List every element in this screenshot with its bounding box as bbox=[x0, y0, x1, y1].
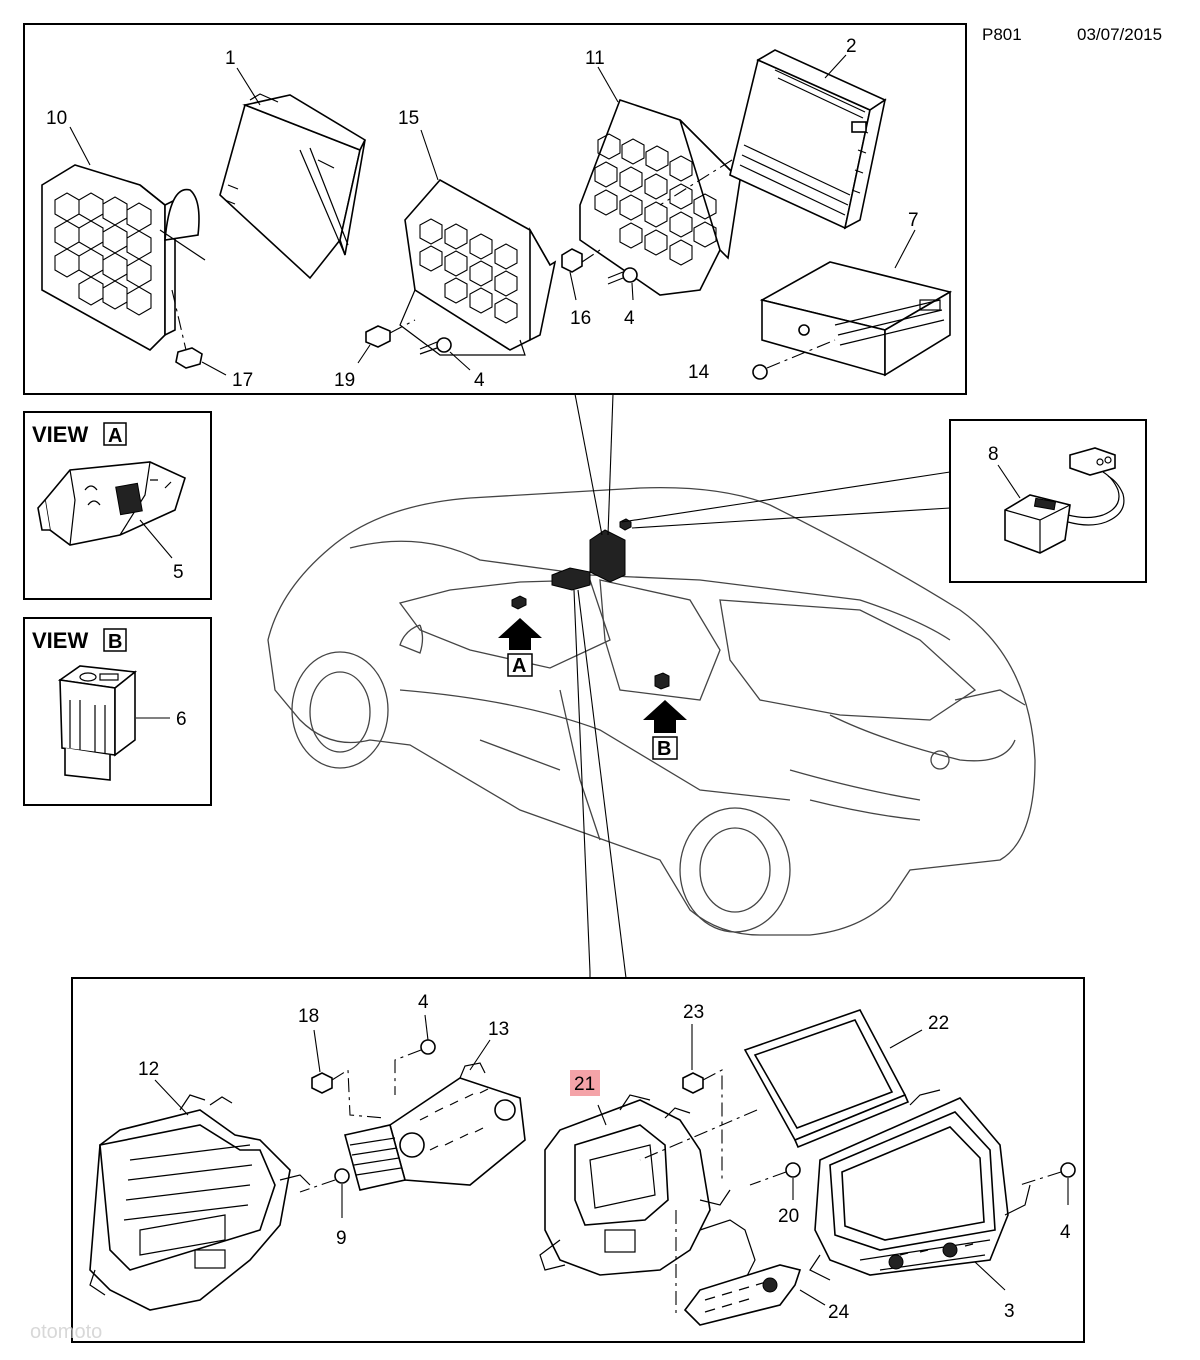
callout-4-bot-a: 4 bbox=[418, 992, 429, 1013]
part-23-clip bbox=[682, 1069, 723, 1180]
leader-5 bbox=[139, 519, 173, 559]
part-16-clip bbox=[561, 248, 601, 273]
view-b-letter: B bbox=[108, 631, 122, 653]
callout-9: 9 bbox=[336, 1228, 347, 1249]
part-7-unit bbox=[759, 261, 953, 377]
part-4-screw-a bbox=[419, 337, 452, 355]
part-4-screw-d bbox=[1019, 1162, 1076, 1186]
callout-2: 2 bbox=[846, 36, 857, 57]
part-2-module bbox=[729, 49, 887, 230]
part-18-clip bbox=[311, 1069, 386, 1119]
callout-8: 8 bbox=[988, 444, 999, 465]
callout-5: 5 bbox=[173, 562, 184, 583]
part-11-bracket bbox=[579, 98, 741, 296]
part-4-screw-b bbox=[607, 267, 638, 285]
part-1-module bbox=[219, 93, 367, 280]
leader-16 bbox=[569, 271, 577, 301]
view-a-letter-box bbox=[103, 422, 127, 446]
callout-19: 19 bbox=[334, 370, 355, 391]
leader-4-top-a bbox=[449, 351, 471, 371]
callout-7: 7 bbox=[908, 210, 919, 231]
view-b-word: VIEW bbox=[32, 628, 88, 653]
watermark: otomoto bbox=[30, 1321, 102, 1343]
part-12-bracket bbox=[89, 1094, 311, 1311]
callout-16: 16 bbox=[570, 308, 591, 329]
view-b-frame bbox=[23, 617, 212, 806]
leader-19 bbox=[357, 344, 371, 364]
callout-4-top-a: 4 bbox=[474, 370, 485, 391]
leader-3 bbox=[974, 1261, 1006, 1291]
part-4-screw-c bbox=[394, 1039, 436, 1095]
connection-lines bbox=[573, 393, 951, 979]
callout-22: 22 bbox=[928, 1013, 949, 1034]
part-10-bracket bbox=[41, 164, 206, 351]
part-24-switch-panel bbox=[675, 1210, 802, 1326]
view-a-letter: A bbox=[108, 425, 122, 447]
callout-12: 12 bbox=[138, 1059, 159, 1080]
part-13-control-unit bbox=[344, 1062, 526, 1191]
arrow-a-marker: A bbox=[498, 618, 542, 677]
part-8-connector bbox=[1004, 447, 1125, 554]
callout-4-bot-b: 4 bbox=[1060, 1222, 1071, 1243]
part-19-clip bbox=[365, 319, 416, 348]
leader-13 bbox=[469, 1039, 491, 1071]
part-3-head-unit bbox=[809, 1089, 1031, 1281]
callout-15: 15 bbox=[398, 108, 419, 129]
view-a-word: VIEW bbox=[32, 422, 88, 447]
leader-11 bbox=[597, 66, 619, 103]
part-14-screw bbox=[752, 339, 836, 380]
callout-6: 6 bbox=[176, 709, 187, 730]
bottom-parts-frame bbox=[71, 977, 1085, 1343]
leader-17 bbox=[201, 361, 227, 376]
part-17-clip bbox=[171, 289, 203, 369]
diagram-code: P801 bbox=[982, 25, 1022, 44]
callout-3: 3 bbox=[1004, 1301, 1015, 1322]
part-21-bracket bbox=[539, 1094, 756, 1281]
car-modules-cluster bbox=[511, 518, 670, 690]
part-20-screw bbox=[749, 1162, 801, 1186]
part-6-usb-socket bbox=[57, 665, 138, 781]
part-15-bracket bbox=[399, 178, 557, 356]
top-parts-frame bbox=[23, 23, 967, 395]
arrow-a-letter: A bbox=[512, 655, 526, 677]
leader-22 bbox=[889, 1029, 923, 1049]
view-b-letter-box bbox=[103, 628, 127, 652]
leader-10 bbox=[69, 126, 91, 166]
callout-21-highlight bbox=[570, 1070, 600, 1096]
callout-11: 11 bbox=[585, 48, 605, 69]
callout-21: 21 bbox=[574, 1074, 595, 1095]
view-a-frame bbox=[23, 411, 212, 600]
diagram-date: 03/07/2015 bbox=[1077, 25, 1162, 44]
leader-15 bbox=[420, 129, 439, 181]
callout-23: 23 bbox=[683, 1002, 704, 1023]
leader-4-top-b bbox=[631, 282, 634, 301]
arrow-b-marker: B bbox=[643, 700, 687, 760]
arrow-b-letter: B bbox=[657, 738, 671, 760]
part-9-screw bbox=[299, 1168, 350, 1193]
callout-13: 13 bbox=[488, 1019, 509, 1040]
callout-17: 17 bbox=[232, 370, 253, 391]
leader-8 bbox=[997, 464, 1021, 499]
part-5-steering-switch bbox=[37, 461, 186, 546]
leader-2 bbox=[824, 54, 847, 79]
callout-18: 18 bbox=[298, 1006, 319, 1027]
part-8-frame bbox=[949, 419, 1147, 583]
part-22-display bbox=[743, 1009, 910, 1149]
callout-20: 20 bbox=[778, 1206, 799, 1227]
leader-1 bbox=[236, 67, 261, 106]
leader-21 bbox=[597, 1104, 607, 1126]
callout-10: 10 bbox=[46, 108, 67, 129]
leader-7 bbox=[894, 229, 916, 269]
callout-24: 24 bbox=[828, 1302, 850, 1323]
callout-4-top-b: 4 bbox=[624, 308, 635, 329]
guide-22-to-21 bbox=[639, 1109, 758, 1161]
leader-24 bbox=[799, 1289, 826, 1306]
callout-14: 14 bbox=[688, 362, 710, 383]
vehicle-outline bbox=[267, 486, 1036, 936]
leader-4-bot-a bbox=[424, 1014, 429, 1041]
leader-18 bbox=[313, 1029, 321, 1073]
leader-12 bbox=[154, 1079, 189, 1116]
callout-1: 1 bbox=[225, 48, 236, 69]
